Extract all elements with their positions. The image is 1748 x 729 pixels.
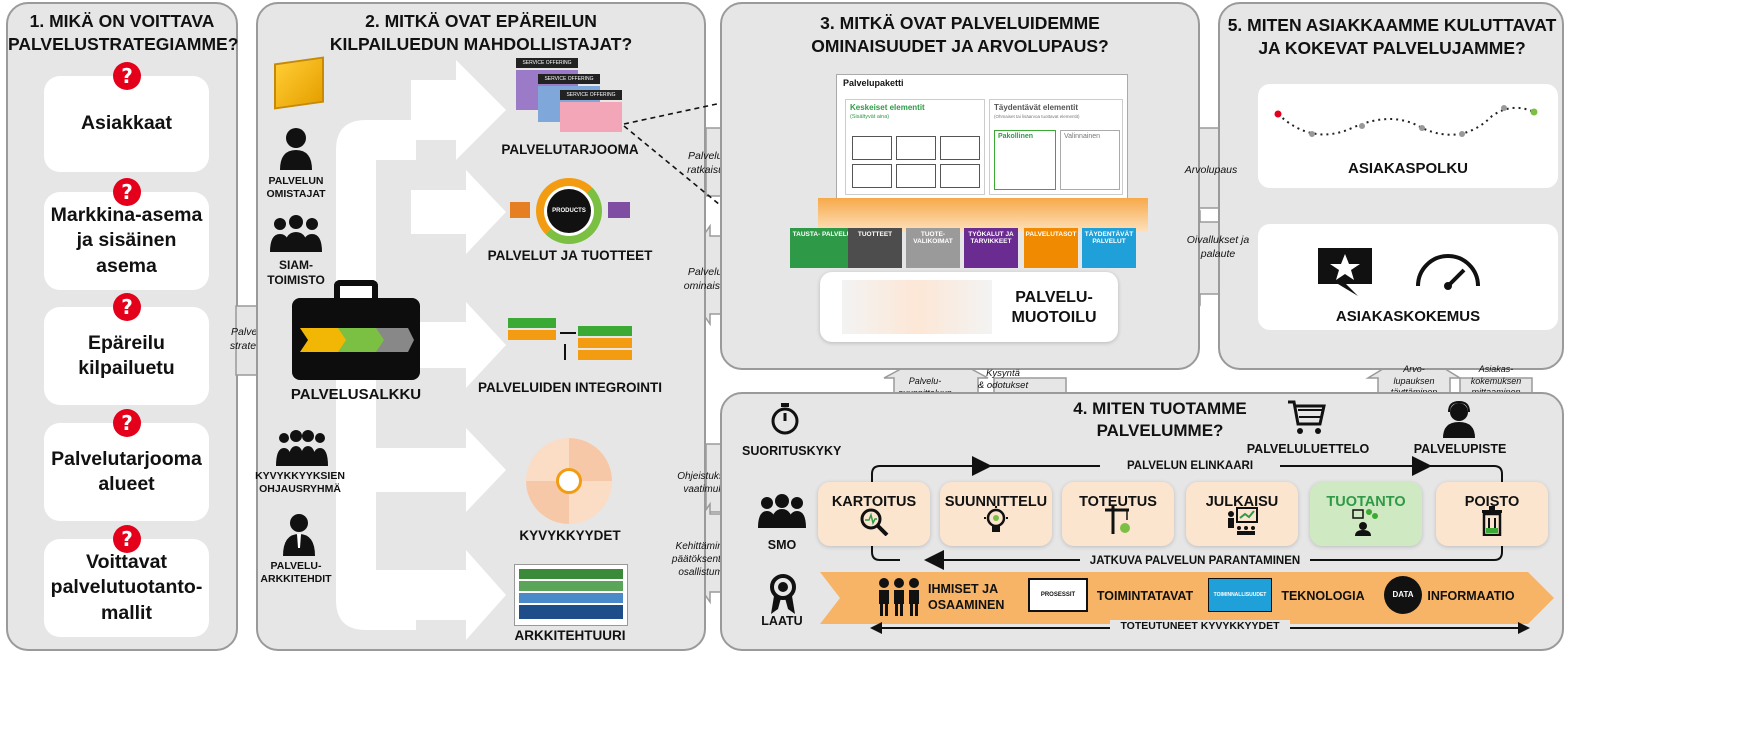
card-epareilu[interactable]: Epäreilu kilpailuetu (44, 307, 209, 405)
group-icon (758, 494, 806, 528)
phase-toteutus[interactable]: TOTEUTUS (1062, 482, 1174, 546)
function-box: TOIMINNALLISUUDET (1208, 578, 1272, 612)
architecture-graphic (514, 564, 628, 626)
output-palvelut-ja-tuotteet: PALVELUT JA TUOTTEET (487, 248, 653, 263)
capability-bar (820, 572, 1554, 624)
process-box: PROSESSIT (1028, 578, 1088, 612)
phase-julkaisu[interactable]: JULKAISU (1186, 482, 1298, 546)
panel-5-title: 5. MITEN ASIAKKAAMME KULUTTAVAT JA KOKEV… (1227, 15, 1557, 58)
label-palveluratkaisut: Palvelu- ratkaisut (687, 150, 727, 176)
bar-toimintatavat: TOIMINTATAVAT (1096, 589, 1194, 603)
package-glow (818, 198, 1148, 232)
card-markkina-asema[interactable]: Markkina-asema ja sisäinen asema (44, 192, 209, 290)
panel-3-title: 3. MITKÄ OVAT PALVELUIDEMME OMINAISUUDET… (811, 13, 1109, 56)
label-arvolupaus: Arvolupaus (1184, 164, 1238, 176)
rating-star-icon (1318, 248, 1372, 296)
data-circle: DATA (1384, 576, 1422, 614)
output-palveluiden-integrointi: PALVELUIDEN INTEGROINTI (477, 380, 662, 395)
experience-card[interactable]: ASIAKASKOKEMUS (1258, 224, 1558, 330)
output-palvelutarjooma: PALVELUTARJOOMA (501, 142, 639, 157)
service-tausta: TAUSTA- PALVELUT (790, 228, 858, 268)
card-palvelutarjooma-alueet[interactable]: Palvelutarjooma alueet (44, 423, 209, 521)
panel-1-title: 1. MIKÄ ON VOITTAVA PALVELUSTRATEGIAMME? (8, 11, 239, 54)
improvement-label: JATKUVA PALVELUN PARANTAMINEN (1080, 554, 1310, 569)
panel-2-title: 2. MITKÄ OVAT EPÄREILUN KILPAILUEDUN MAH… (329, 11, 633, 54)
panel-4-title: 4. MITEN TUOTAMME PALVELUMME? (1073, 399, 1247, 441)
output-arkkitehtuuri: ARKKITEHTUURI (514, 628, 626, 643)
phase-kartoitus[interactable]: KARTOITUS (818, 482, 930, 546)
left-smo: SMO (767, 538, 797, 552)
output-kyvykkyydet: KYVYKKYYDET (519, 528, 621, 543)
service-desk-icon (1443, 400, 1475, 438)
role-palvelun-omistajat: PALVELUN OMISTAJAT (266, 175, 326, 201)
asiakaskokemus-label: ASIAKASKOKEMUS (1335, 308, 1481, 325)
service-tuotteet: TUOTTEET (848, 228, 902, 268)
bar-teknologia: TEKNOLOGIA (1281, 589, 1365, 603)
journey-line (1274, 105, 1538, 137)
label-kysynta: Kysyntä & odotukset (977, 368, 1029, 392)
lifecycle-label: PALVELUN ELINKAARI (1100, 459, 1280, 474)
palvelumuotoilu-label: PALVELU- MUOTOILU (1011, 289, 1097, 326)
cart-icon (1288, 400, 1326, 434)
group-icon (270, 215, 322, 252)
question-icon: ? (113, 293, 141, 321)
role-kyvykkyyksien-ohjausryhma: KYVYKKYYKSIEN OHJAUSRYHMÄ (255, 470, 345, 496)
service-offering-graphic: SERVICE OFFERING SERVICE OFFERING SERVIC… (516, 58, 622, 132)
architect-icon (283, 514, 315, 556)
question-icon: ? (113, 178, 141, 206)
left-suorituskyky: SUORITUSKYKY (742, 444, 842, 458)
speedometer-icon (1416, 254, 1480, 290)
phase-poisto[interactable]: POISTO (1436, 482, 1548, 546)
role-palveluarkkitehdit: PALVELU- ARKKITEHDIT (260, 560, 332, 586)
palveluluettelo-label: PALVELULUETTELO (1246, 442, 1370, 456)
role-siam-toimisto: SIAM- TOIMISTO (267, 258, 325, 287)
label-oivallukset: Oivallukset ja palaute (1186, 234, 1250, 260)
bar-ihmiset: IHMISET JA OSAAMINEN (928, 582, 1005, 612)
left-laatu: LAATU (761, 614, 803, 628)
bar-informaatio: INFORMAATIO (1427, 589, 1515, 603)
service-taydentavat: TÄYDENTÄVÄT PALVELUT (1082, 228, 1136, 268)
journey-card[interactable]: ASIAKASPOLKU (1258, 84, 1558, 188)
presentation-icon (1228, 507, 1258, 535)
award-icon (770, 574, 796, 614)
question-icon: ? (113, 62, 141, 90)
question-icon: ? (113, 525, 141, 553)
integration-graphic (508, 318, 632, 370)
package-title: Palvelupaketti (843, 78, 904, 88)
card-asiakkaat[interactable]: Asiakkaat (44, 76, 209, 172)
core-elements: Keskeiset elementit (Sisältyvät aina) (845, 99, 985, 195)
asiakaspolku-label: ASIAKASPOLKU (1347, 160, 1468, 177)
service-tyokalut: TYÖKALUT JA TARVIKKEET (964, 228, 1018, 268)
briefcase-icon (292, 280, 420, 380)
card-voittavat-mallit[interactable]: Voittavat palvelutuotanto- mallit (44, 539, 209, 637)
question-icon: ? (113, 409, 141, 437)
crane-icon (1105, 506, 1130, 534)
service-palvelutasot: PALVELUTASOT (1024, 228, 1078, 268)
phase-suunnittelu[interactable]: SUUNNITTELU (940, 482, 1052, 546)
magnifier-icon (860, 508, 889, 536)
products-graphic: PRODUCTS (506, 178, 634, 244)
trash-icon (1482, 506, 1502, 536)
stopwatch-icon (771, 403, 799, 435)
group-icon (276, 430, 328, 466)
lightbulb-icon (984, 506, 1008, 532)
service-tuotevalikoimat: TUOTE- VALIKOIMAT (906, 228, 960, 268)
realized-label: TOTEUTUNEET KYVYKKYYDET (1110, 620, 1290, 634)
capabilities-graphic (526, 438, 612, 524)
palvelupiste-label: PALVELUPISTE (1413, 442, 1507, 456)
service-design-card: PALVELU- MUOTOILU (820, 272, 1118, 342)
phase-tuotanto[interactable]: TUOTANTO (1310, 482, 1422, 546)
person-icon (280, 128, 312, 170)
people-icon (879, 578, 919, 616)
palvelusalkku-label: PALVELUSALKKU (290, 386, 422, 403)
supplementary-elements: Täydentävät elementit (Ohmaiset tai lisä… (989, 99, 1123, 195)
production-icon (1352, 509, 1378, 536)
